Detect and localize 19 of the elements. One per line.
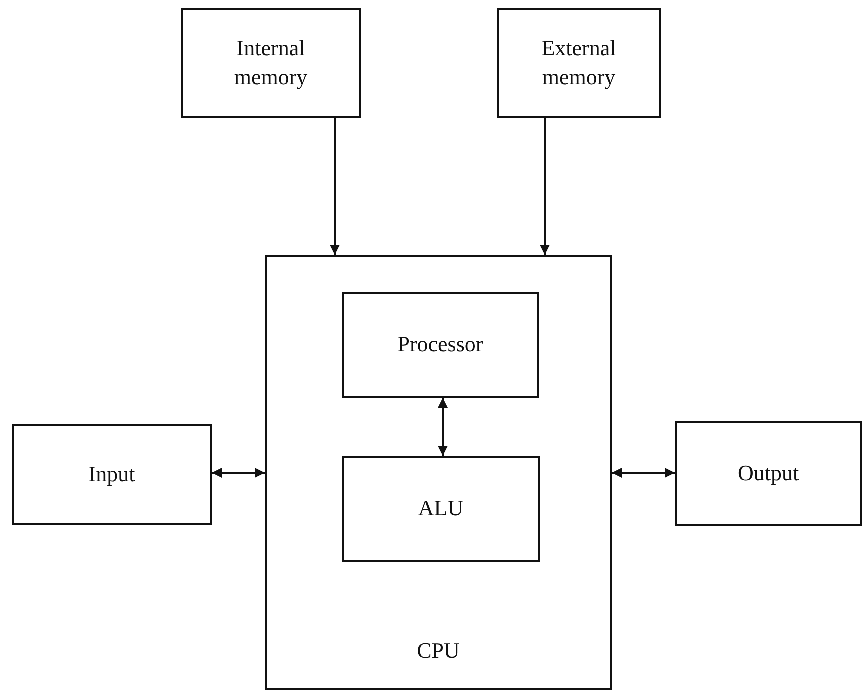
block-label: Processor [396,330,484,359]
block-label: CPU [416,637,461,666]
block-box [181,8,361,118]
block-box [675,421,862,526]
block-box [342,292,539,398]
block-box [265,255,612,690]
arrow [330,118,340,255]
block-box [342,456,540,562]
block-label: Internal memory [233,34,309,92]
block-label: Input [88,460,136,488]
arrow [438,398,448,456]
arrow [612,468,675,478]
block-box [12,424,212,525]
block-label: External memory [540,34,618,92]
arrow [212,468,265,478]
block-box [497,8,661,118]
block-label: ALU [417,494,465,523]
block-label: Output [736,459,800,488]
arrow [540,118,550,255]
